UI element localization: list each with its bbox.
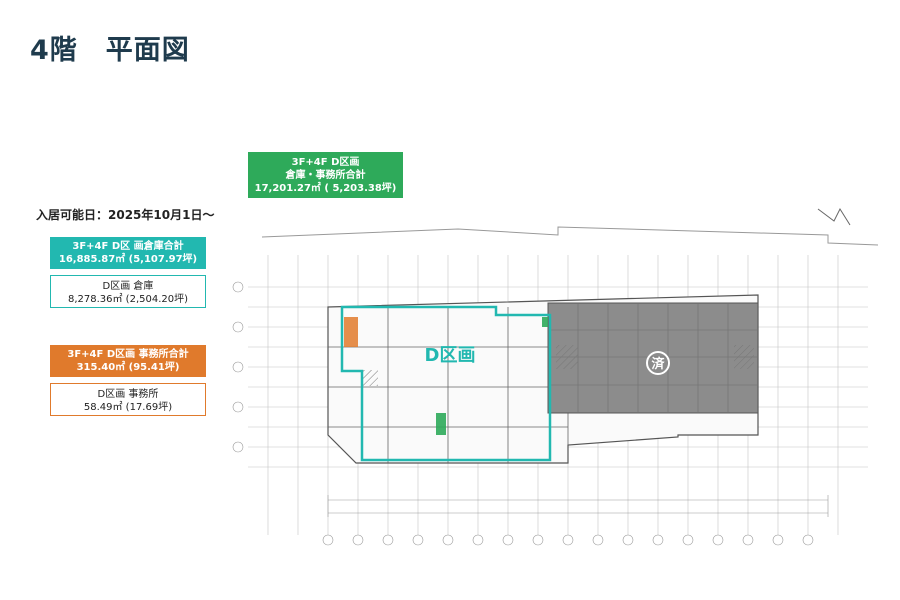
office-room bbox=[542, 317, 548, 327]
taken-badge bbox=[646, 351, 670, 375]
office-total-line2: 315.40㎡ (95.41坪) bbox=[76, 362, 180, 373]
hatched-zone bbox=[362, 370, 378, 386]
office-room bbox=[436, 413, 446, 435]
summary-total-line3: 17,201.27㎡ ( 5,203.38坪) bbox=[254, 183, 397, 194]
move-in-date: 入居可能日：2025年10月1日～ bbox=[36, 208, 215, 222]
warehouse-total-line2: 16,885.87㎡ (5,107.97坪) bbox=[58, 254, 198, 265]
site-boundary bbox=[261, 226, 879, 246]
north-arrow-icon bbox=[817, 207, 851, 226]
hatched-zone bbox=[734, 345, 754, 369]
office-room bbox=[344, 317, 358, 347]
warehouse-total-box: 3F+4F D区 画倉庫合計 16,885.87㎡ (5,107.97坪) bbox=[50, 237, 206, 269]
hatched-zone bbox=[556, 345, 578, 369]
office-d-box: D区画 事務所 58.49㎡ (17.69坪) bbox=[50, 383, 206, 416]
dimension-lines bbox=[327, 495, 829, 517]
warehouse-total-line1: 3F+4F D区 画倉庫合計 bbox=[72, 241, 184, 252]
office-d-line2: 58.49㎡ (17.69坪) bbox=[83, 402, 173, 413]
grid-axis-markers bbox=[232, 281, 814, 546]
office-total-box: 3F+4F D区画 事務所合計 315.40㎡ (95.41坪) bbox=[50, 345, 206, 377]
taken-label: 済 bbox=[651, 356, 665, 372]
summary-total-line1: 3F+4F D区画 bbox=[291, 157, 360, 168]
taken-block bbox=[547, 302, 759, 414]
page-title: 4階 平面図 bbox=[30, 35, 190, 66]
office-d-line1: D区画 事務所 bbox=[97, 389, 159, 400]
warehouse-d-line2: 8,278.36㎡ (2,504.20坪) bbox=[67, 294, 189, 305]
warehouse-d-box: D区画 倉庫 8,278.36㎡ (2,504.20坪) bbox=[50, 275, 206, 308]
warehouse-d-line1: D区画 倉庫 bbox=[102, 281, 154, 292]
office-total-line1: 3F+4F D区画 事務所合計 bbox=[67, 349, 189, 360]
summary-total-box: 3F+4F D区画 倉庫・事務所合計 17,201.27㎡ ( 5,203.38… bbox=[248, 152, 403, 198]
summary-total-line2: 倉庫・事務所合計 bbox=[285, 170, 366, 181]
d-block-outline bbox=[340, 305, 552, 462]
floor-plan: D区画 済 bbox=[232, 207, 879, 546]
d-block-label: D区画 bbox=[425, 345, 476, 366]
